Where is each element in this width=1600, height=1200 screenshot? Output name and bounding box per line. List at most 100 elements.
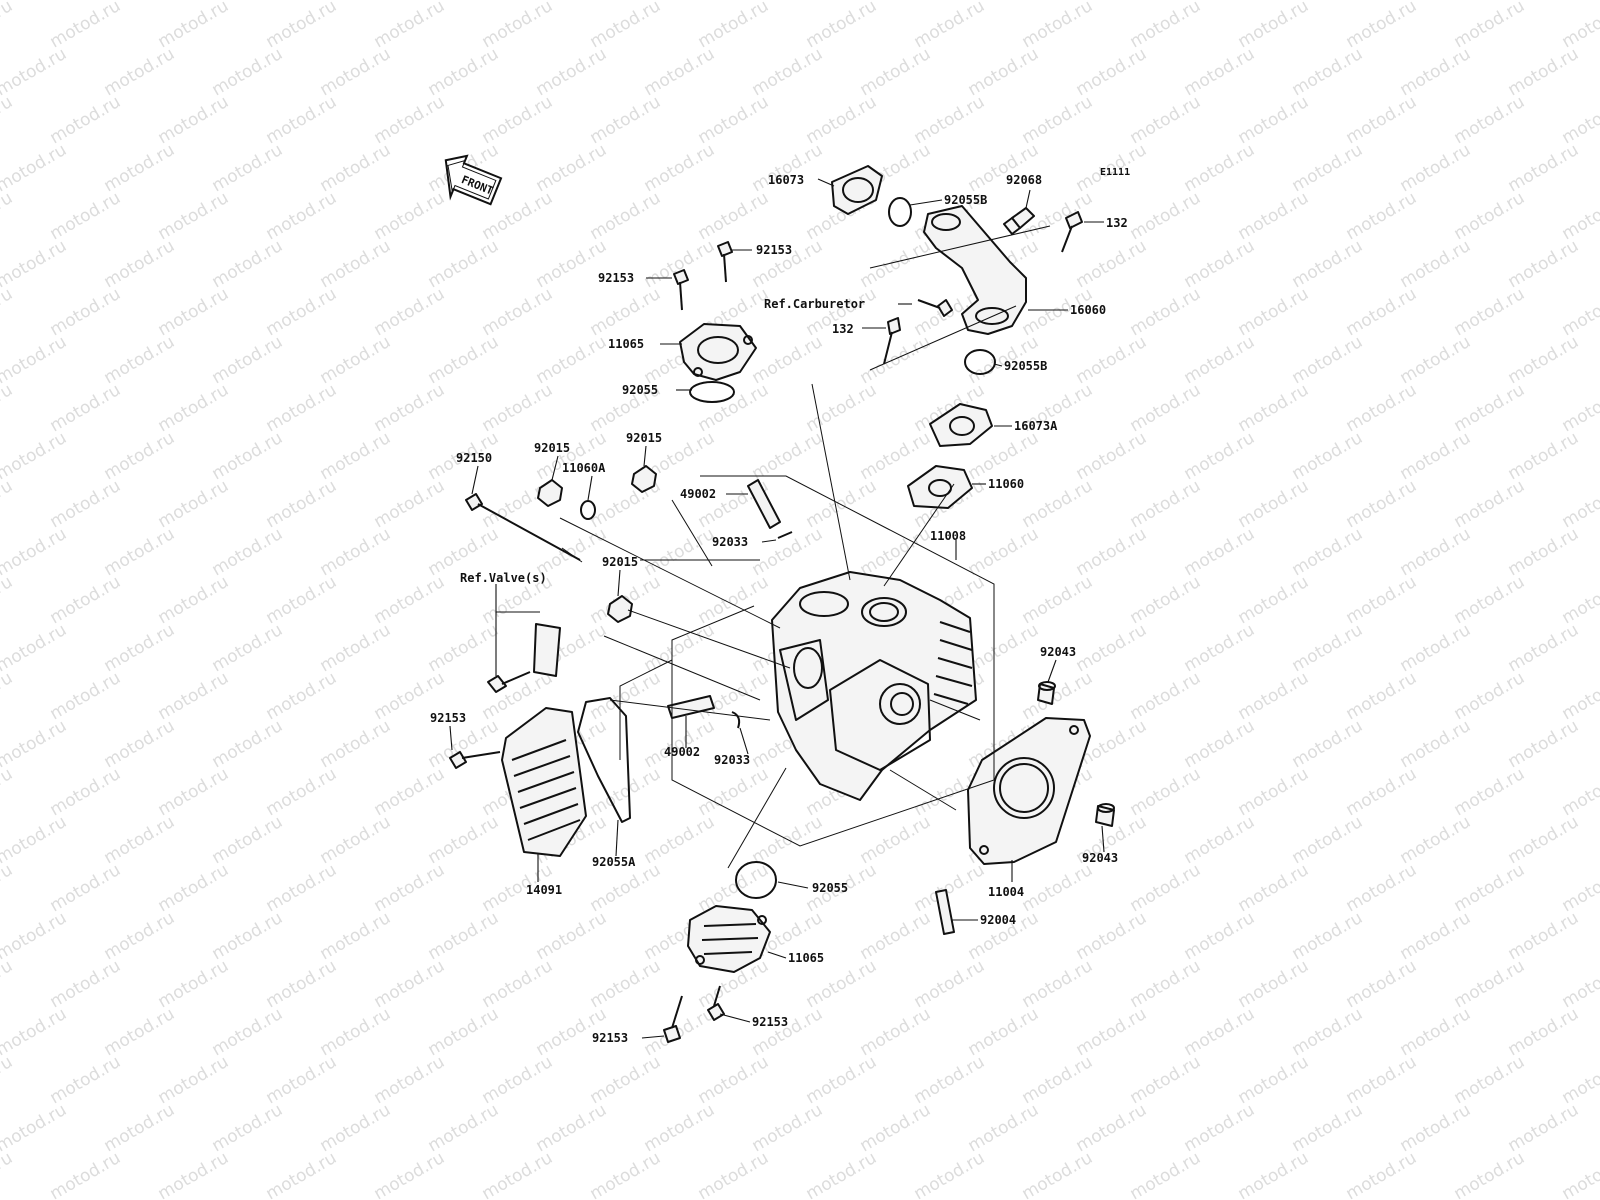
watermark-text: motod.ru (101, 812, 179, 868)
watermark-text: motod.ru (803, 92, 881, 148)
callout-132-left: 132 (832, 322, 854, 336)
watermark-text: motod.ru (1505, 332, 1583, 388)
watermark-text: motod.ru (1073, 1100, 1151, 1156)
watermark-text: motod.ru (1235, 860, 1313, 916)
watermark-text: motod.ru (1289, 908, 1367, 964)
watermark-text: motod.ru (1451, 188, 1529, 244)
watermark-text: motod.ru (263, 956, 341, 1012)
callout-92015-a: 92015 (534, 441, 570, 455)
watermark-text: motod.ru (1019, 860, 1097, 916)
watermark-text: motod.ru (857, 1004, 935, 1060)
watermark-text: motod.ru (425, 908, 503, 964)
watermark-text: motod.ru (749, 1004, 827, 1060)
watermark-text: motod.ru (1343, 572, 1421, 628)
watermark-text: motod.ru (155, 380, 233, 436)
watermark-text: motod.ru (479, 92, 557, 148)
watermark-text: motod.ru (533, 908, 611, 964)
watermark-text: motod.ru (155, 92, 233, 148)
watermark-text: motod.ru (101, 524, 179, 580)
watermark-text: motod.ru (857, 812, 935, 868)
callout-92153-cover: 92153 (430, 711, 466, 725)
watermark-text: motod.ru (425, 1100, 503, 1156)
watermark-text: motod.ru (155, 860, 233, 916)
watermark-text: motod.ru (155, 476, 233, 532)
watermark-text: motod.ru (1127, 188, 1205, 244)
watermark-text: motod.ru (371, 380, 449, 436)
callout-14091: 14091 (526, 883, 562, 897)
stud-bolt-92150 (465, 493, 583, 563)
watermark-text: motod.ru (0, 92, 16, 148)
watermark-text: motod.ru (1559, 92, 1600, 148)
callout-92015-b: 92015 (626, 431, 662, 445)
o-ring-92055b-top (888, 197, 912, 227)
watermark-text: motod.ru (209, 524, 287, 580)
watermark-text: motod.ru (1235, 188, 1313, 244)
watermark-text: motod.ru (425, 236, 503, 292)
watermark-text: motod.ru (1451, 572, 1529, 628)
watermark-text: motod.ru (0, 380, 16, 436)
watermark-text: motod.ru (533, 428, 611, 484)
watermark-text: motod.ru (263, 92, 341, 148)
plug-49002-lower (667, 695, 715, 719)
watermark-text: motod.ru (1289, 44, 1367, 100)
watermark-text: motod.ru (587, 92, 665, 148)
watermark-text: motod.ru (1181, 812, 1259, 868)
watermark-text: motod.ru (749, 812, 827, 868)
watermark-text: motod.ru (263, 668, 341, 724)
callout-11065-top: 11065 (608, 337, 644, 351)
watermark-text: motod.ru (1451, 1052, 1529, 1108)
watermark-text: motod.ru (1073, 908, 1151, 964)
watermark-text: motod.ru (0, 908, 70, 964)
watermark-text: motod.ru (1559, 380, 1600, 436)
watermark-text: motod.ru (1019, 476, 1097, 532)
watermark-text: motod.ru (317, 524, 395, 580)
callout-92004: 92004 (980, 913, 1016, 927)
watermark-text: motod.ru (0, 428, 70, 484)
watermark-text: motod.ru (1073, 236, 1151, 292)
watermark-text: motod.ru (209, 332, 287, 388)
washer-11060a (580, 500, 596, 520)
callout-92043-top: 92043 (1040, 645, 1076, 659)
callout-92150: 92150 (456, 451, 492, 465)
watermark-text: motod.ru (1073, 44, 1151, 100)
bolt-ref-carburetor (917, 299, 953, 317)
watermark-text: motod.ru (1397, 1004, 1475, 1060)
watermark-text: motod.ru (1397, 140, 1475, 196)
watermark-text: motod.ru (1343, 188, 1421, 244)
watermark-text: motod.ru (1559, 572, 1600, 628)
front-arrow-icon: FRONT (444, 154, 503, 206)
watermark-text: motod.ru (1397, 812, 1475, 868)
watermark-text: motod.ru (1019, 1148, 1097, 1200)
watermark-text: motod.ru (1289, 812, 1367, 868)
watermark-text: motod.ru (803, 380, 881, 436)
watermark-text: motod.ru (47, 92, 125, 148)
watermark-text: motod.ru (0, 1148, 16, 1200)
callout-11060: 11060 (988, 477, 1024, 491)
watermark-text: motod.ru (1397, 908, 1475, 964)
watermark-text: motod.ru (263, 1148, 341, 1200)
watermark-text: motod.ru (1181, 524, 1259, 580)
gasket-11060 (907, 465, 973, 509)
watermark-text: motod.ru (1235, 956, 1313, 1012)
watermark-text: motod.ru (317, 332, 395, 388)
watermark-text: motod.ru (0, 1100, 70, 1156)
watermark-text: motod.ru (263, 1052, 341, 1108)
watermark-text: motod.ru (0, 476, 16, 532)
callout-11008: 11008 (930, 529, 966, 543)
callout-labels: 16073 92055B 92068 132 92153 92153 Ref.C… (430, 173, 1128, 1045)
watermark-text: motod.ru (1559, 1148, 1600, 1200)
watermark-text: motod.ru (0, 524, 70, 580)
watermark-text: motod.ru (1343, 668, 1421, 724)
watermark-text: motod.ru (1343, 92, 1421, 148)
watermark-text: motod.ru (263, 764, 341, 820)
callout-16073: 16073 (768, 173, 804, 187)
watermark-text: motod.ru (0, 140, 70, 196)
watermark-text: motod.ru (1343, 956, 1421, 1012)
watermark-text: motod.ru (155, 572, 233, 628)
watermark-text: motod.ru (479, 1148, 557, 1200)
watermark-text: motod.ru (1505, 236, 1583, 292)
watermark-text: motod.ru (425, 44, 503, 100)
watermark-text: motod.ru (533, 140, 611, 196)
callout-ref-carburetor: Ref.Carburetor (764, 297, 865, 311)
watermark-text: motod.ru (1289, 428, 1367, 484)
